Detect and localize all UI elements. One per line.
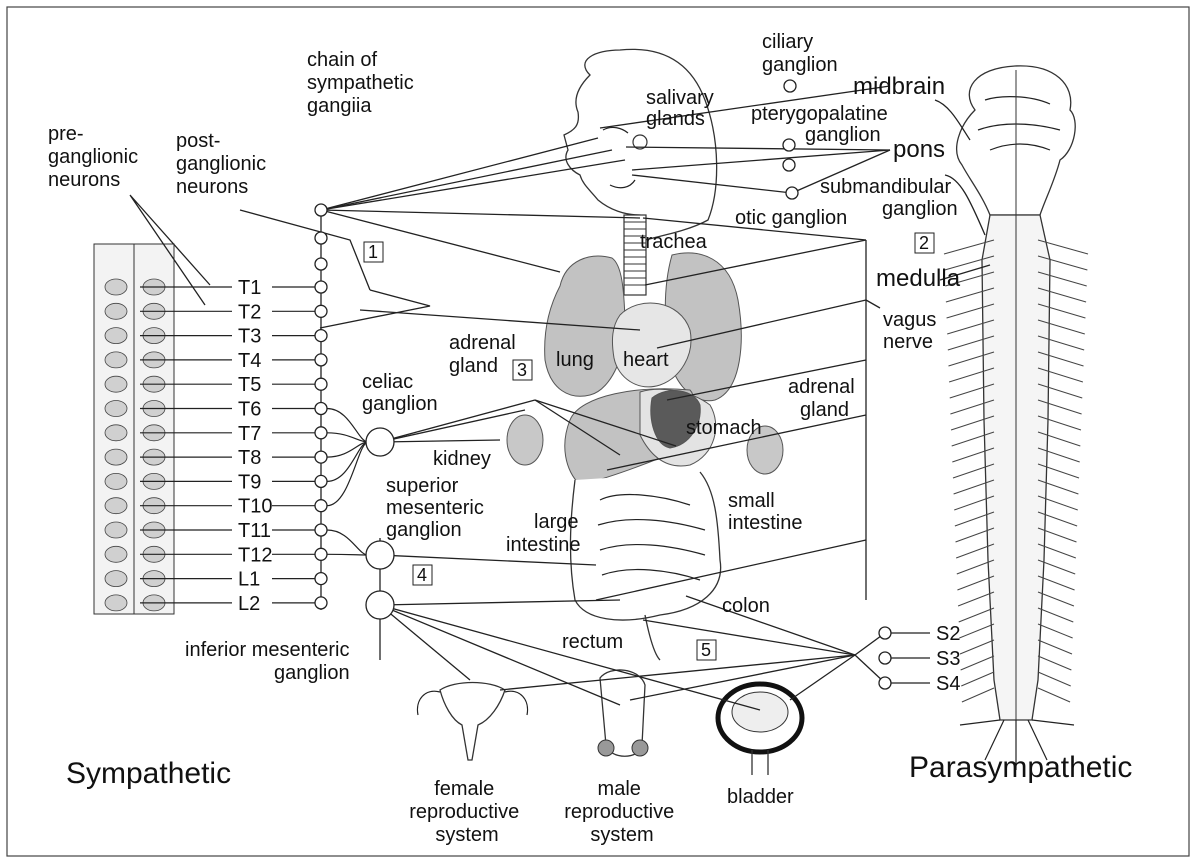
- pons-label: pons: [893, 136, 945, 163]
- chain-ganglion: [315, 232, 327, 244]
- chain-ganglion: [315, 548, 327, 560]
- sacral-label-s4: S4: [936, 673, 960, 695]
- kidney-label: kidney: [433, 448, 491, 470]
- vertebra-shape: [105, 571, 127, 587]
- spinal-level-t4: T4: [238, 350, 261, 372]
- inferior-mesenteric-ganglion-marker: [366, 591, 394, 619]
- box-1-label: 1: [368, 242, 378, 262]
- spinal-level-t3: T3: [238, 326, 261, 348]
- chain-ganglion: [315, 378, 327, 390]
- otic-ganglion-marker: [786, 187, 798, 199]
- box-4: 4: [413, 565, 432, 585]
- trachea-label: trachea: [640, 231, 708, 253]
- spinal-level-t11: T11: [238, 520, 271, 542]
- chain-ganglion-top: [315, 204, 327, 216]
- spinal-level-t2: T2: [238, 301, 261, 323]
- chain-ganglion: [315, 524, 327, 536]
- box-1: 1: [364, 242, 383, 262]
- box-3-label: 3: [517, 360, 527, 380]
- kidney-shape: [507, 415, 543, 465]
- vertebra-shape: [105, 279, 127, 295]
- chain-ganglion: [315, 403, 327, 415]
- male-reproductive-figure: [598, 670, 648, 756]
- spinal-level-t5: T5: [238, 374, 261, 396]
- chain-ganglion: [315, 305, 327, 317]
- superior-mesenteric-ganglion-marker: [366, 541, 394, 569]
- sympathetic-title: Sympathetic: [66, 757, 231, 790]
- vertebra-shape: [105, 425, 127, 441]
- pterygopalatine-ganglion-marker: [783, 139, 795, 151]
- vertebra-shape: [105, 498, 127, 514]
- sacral-ganglion-s4: [879, 677, 891, 689]
- chain-ganglion: [315, 258, 327, 270]
- lung-label: lung: [556, 349, 594, 371]
- vertebra-shape: [105, 595, 127, 611]
- sacral-label-s2: S2: [936, 623, 960, 645]
- box-5-label: 5: [701, 640, 711, 660]
- submandibular-ganglion-marker: [783, 159, 795, 171]
- stomach-label: stomach: [686, 417, 762, 439]
- chain-ganglion: [315, 500, 327, 512]
- spinal-level-t1: T1: [238, 277, 261, 299]
- spinal-level-t9: T9: [238, 471, 261, 493]
- vertebra-shape: [105, 449, 127, 465]
- otic-ganglion-label: otic ganglion: [735, 207, 847, 229]
- vertebra-shape: [105, 473, 127, 489]
- rectum-label: rectum: [562, 631, 623, 653]
- vertebra-shape: [105, 522, 127, 538]
- chain-ganglion: [315, 451, 327, 463]
- chain-ganglion: [315, 354, 327, 366]
- spinal-level-l1: L1: [238, 569, 260, 591]
- colon-label: colon: [722, 595, 770, 617]
- ciliary-ganglion-marker: [784, 80, 796, 92]
- vertebra-shape: [105, 401, 127, 417]
- chain-ganglion: [315, 281, 327, 293]
- box-2-label: 2: [919, 233, 929, 253]
- spinal-level-l2: L2: [238, 593, 260, 615]
- sacral-ganglion-s2: [879, 627, 891, 639]
- chain-ganglion: [315, 597, 327, 609]
- vertebra-shape: [105, 352, 127, 368]
- vertebra-shape: [105, 303, 127, 319]
- splanchnic-nerve: [327, 554, 368, 555]
- chain-ganglion: [315, 475, 327, 487]
- box-4-label: 4: [417, 565, 427, 585]
- spinal-level-t6: T6: [238, 399, 261, 421]
- bladder-label: bladder: [727, 786, 794, 808]
- celiac-ganglion-marker: [366, 428, 394, 456]
- spinal-level-t12: T12: [238, 544, 272, 566]
- heart-label: heart: [623, 349, 669, 371]
- spinal-level-t8: T8: [238, 447, 261, 469]
- vertebra-shape: [105, 546, 127, 562]
- medulla-label: medulla: [876, 265, 961, 292]
- sacral-ganglion-s3: [879, 652, 891, 664]
- chain-ganglion: [315, 573, 327, 585]
- spinal-level-t7: T7: [238, 423, 261, 445]
- parasympathetic-title: Parasympathetic: [909, 751, 1132, 784]
- midbrain-label: midbrain: [853, 73, 945, 100]
- box-2: 2: [915, 233, 934, 253]
- spinal-level-t10: T10: [238, 496, 272, 518]
- chain-ganglion: [315, 427, 327, 439]
- box-3: 3: [513, 360, 532, 380]
- sacral-label-s3: S3: [936, 648, 960, 670]
- trachea: [624, 215, 646, 295]
- box-5: 5: [697, 640, 716, 660]
- chain-ganglion: [315, 330, 327, 342]
- vertebra-shape: [105, 328, 127, 344]
- spinal-cord-sympathetic: [94, 244, 174, 614]
- vertebra-shape: [105, 376, 127, 392]
